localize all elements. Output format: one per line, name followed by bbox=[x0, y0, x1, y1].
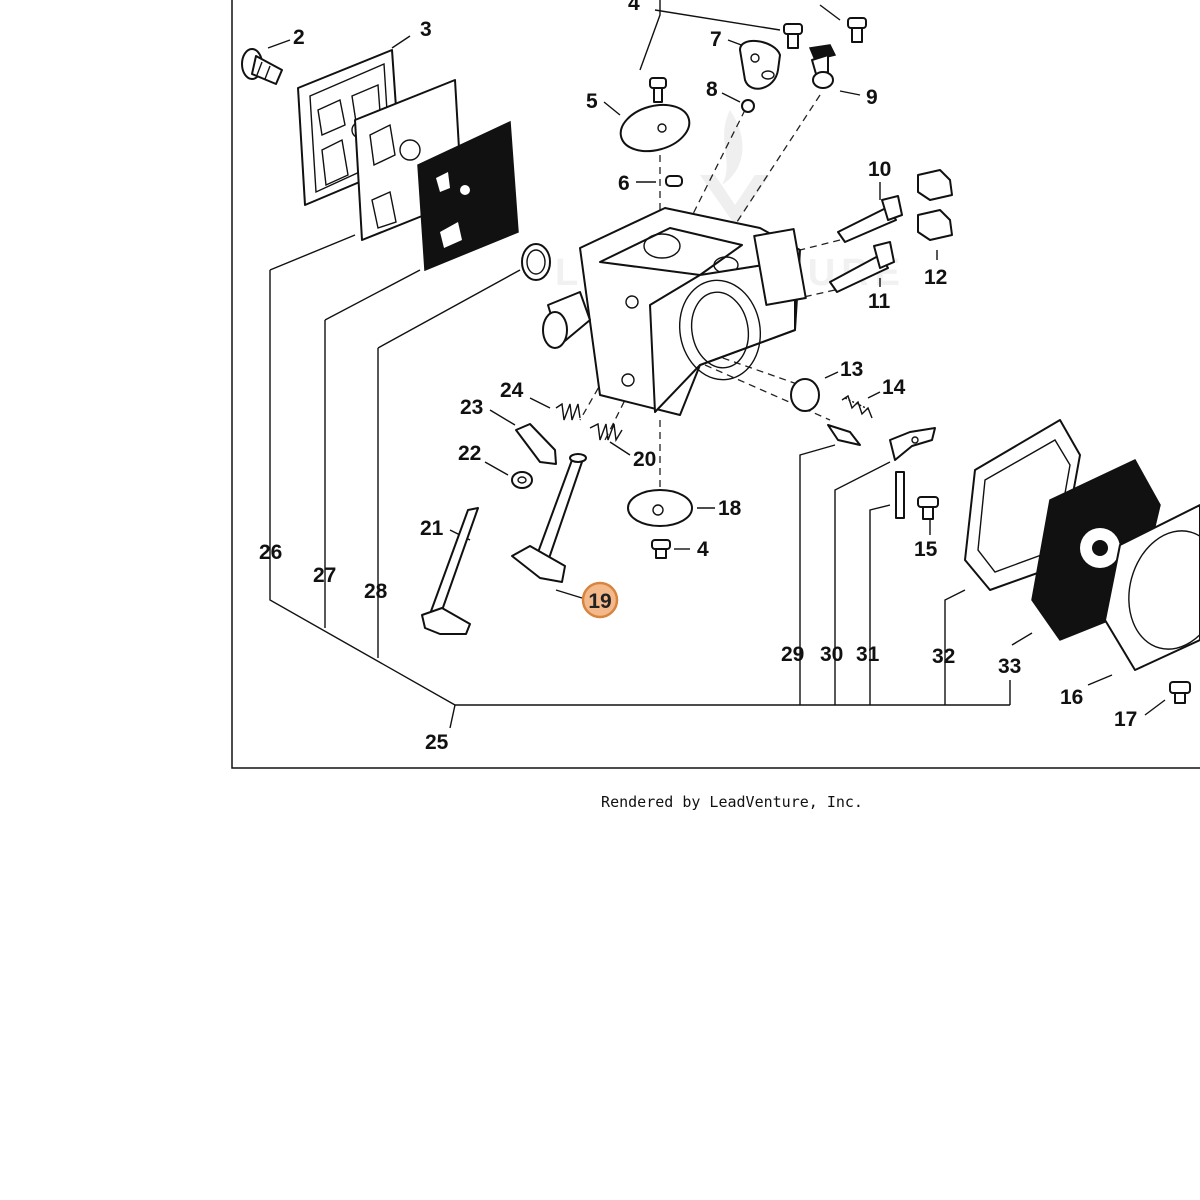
callout-24[interactable]: 24 bbox=[500, 379, 524, 402]
callout-20[interactable]: 20 bbox=[633, 448, 656, 471]
part-lever-23[interactable] bbox=[515, 423, 557, 465]
part-screw-15[interactable] bbox=[917, 496, 939, 520]
callout-16[interactable]: 16 bbox=[1060, 686, 1083, 709]
part-screw-17[interactable] bbox=[1169, 681, 1191, 704]
part-clip-8[interactable] bbox=[741, 99, 755, 113]
callout-8[interactable]: 8 bbox=[706, 78, 718, 101]
callout-25[interactable]: 25 bbox=[425, 731, 449, 754]
part-bracket-7[interactable] bbox=[739, 39, 781, 90]
diagram-frame bbox=[231, 0, 1200, 769]
callout-23[interactable]: 23 bbox=[460, 396, 483, 419]
callout-18[interactable]: 18 bbox=[718, 497, 742, 520]
callout-26[interactable]: 26 bbox=[259, 541, 282, 564]
callout-2[interactable]: 2 bbox=[293, 26, 305, 49]
callout-9[interactable]: 9 bbox=[866, 86, 878, 109]
callout-7[interactable]: 7 bbox=[710, 28, 722, 51]
part-lever-9[interactable] bbox=[808, 44, 837, 89]
callout-30[interactable]: 30 bbox=[820, 643, 843, 666]
part-throttle-shutter-5[interactable] bbox=[615, 98, 694, 159]
callout-27[interactable]: 27 bbox=[313, 564, 336, 587]
highlight-marker bbox=[581, 581, 619, 619]
part-choke-shutter-18[interactable] bbox=[627, 489, 693, 527]
part-carburetor-body[interactable] bbox=[542, 207, 807, 416]
callout-21[interactable]: 21 bbox=[420, 517, 444, 540]
callout-10[interactable]: 10 bbox=[868, 158, 891, 181]
callout-3[interactable]: 3 bbox=[420, 18, 432, 41]
callout-33[interactable]: 33 bbox=[998, 655, 1021, 678]
callout-32[interactable]: 32 bbox=[932, 645, 955, 668]
callout-4-top[interactable]: 4 bbox=[628, 0, 640, 15]
part-limiter-cap-12b[interactable] bbox=[917, 209, 953, 241]
part-adjust-screw-10[interactable] bbox=[837, 195, 903, 243]
render-credit: Rendered by LeadVenture, Inc. bbox=[601, 793, 863, 811]
callout-22[interactable]: 22 bbox=[458, 442, 481, 465]
part-filter-screen-28[interactable] bbox=[521, 243, 551, 281]
callout-13[interactable]: 13 bbox=[840, 358, 863, 381]
callout-29[interactable]: 29 bbox=[781, 643, 804, 666]
part-spindle-31[interactable] bbox=[895, 471, 905, 519]
callout-11[interactable]: 11 bbox=[868, 290, 891, 313]
part-o-ring-13[interactable] bbox=[790, 378, 820, 412]
part-limiter-cap-12a[interactable] bbox=[917, 169, 953, 201]
callout-5[interactable]: 5 bbox=[586, 90, 598, 113]
callout-labels: 2 3 4 5 6 7 8 9 10 11 12 13 14 15 16 17 … bbox=[259, 0, 1137, 754]
part-washer-22[interactable] bbox=[511, 471, 533, 489]
part-diaphragm-26[interactable] bbox=[417, 120, 519, 272]
part-pin-6[interactable] bbox=[665, 175, 683, 187]
part-pump-cover-16[interactable] bbox=[1104, 504, 1200, 671]
part-screw-top-a[interactable] bbox=[783, 23, 803, 49]
part-screw-4-top[interactable] bbox=[649, 77, 667, 103]
part-torsion-spring-20[interactable] bbox=[589, 422, 623, 443]
part-control-lever-30[interactable] bbox=[889, 427, 936, 461]
part-adjust-screw-11[interactable] bbox=[829, 241, 895, 293]
part-inlet-needle[interactable] bbox=[827, 424, 861, 446]
callout-17[interactable]: 17 bbox=[1114, 708, 1137, 731]
leader-lines bbox=[267, 0, 1166, 729]
callout-6[interactable]: 6 bbox=[618, 172, 630, 195]
part-torsion-spring-24[interactable] bbox=[555, 402, 581, 421]
callout-12[interactable]: 12 bbox=[924, 266, 947, 289]
part-screw-top-b[interactable] bbox=[847, 17, 867, 43]
part-throttle-shaft-21[interactable] bbox=[421, 507, 479, 635]
callout-28[interactable]: 28 bbox=[364, 580, 388, 603]
part-screw-2[interactable] bbox=[241, 48, 283, 85]
callout-19-label: 19 bbox=[588, 590, 611, 613]
part-choke-shaft-19[interactable] bbox=[511, 453, 587, 583]
callout-19-highlighted[interactable]: 19 bbox=[581, 581, 619, 619]
callout-4-bottom[interactable]: 4 bbox=[697, 538, 709, 561]
callout-31[interactable]: 31 bbox=[856, 643, 880, 666]
callout-14[interactable]: 14 bbox=[882, 376, 906, 399]
part-screw-4-bottom[interactable] bbox=[651, 539, 671, 559]
part-spring-14[interactable] bbox=[841, 394, 873, 419]
callout-15[interactable]: 15 bbox=[914, 538, 938, 561]
